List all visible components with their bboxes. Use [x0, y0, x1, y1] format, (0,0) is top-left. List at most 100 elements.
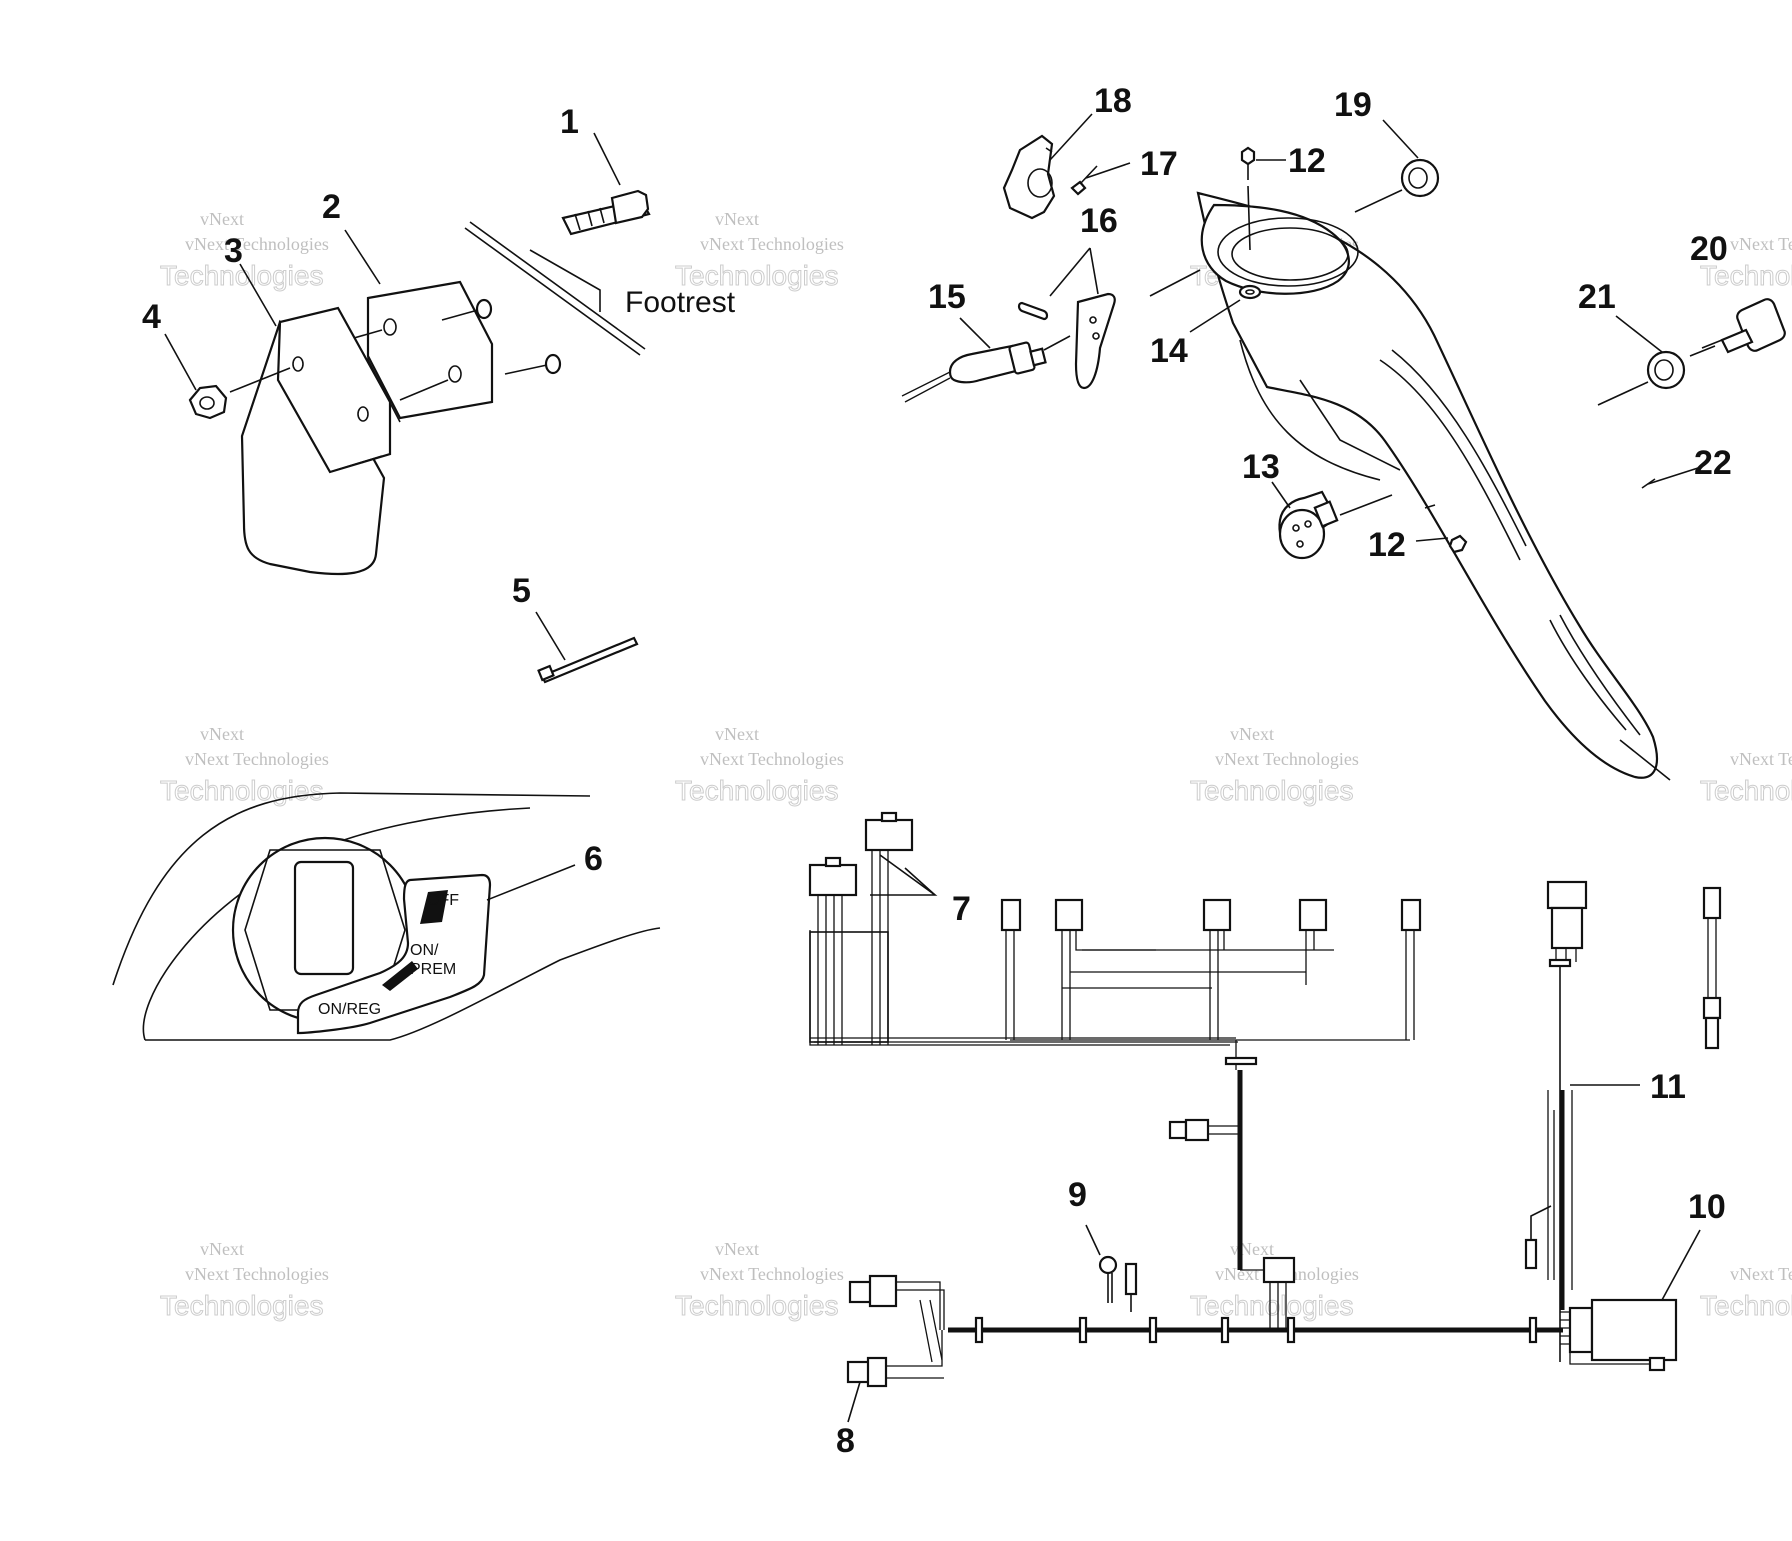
- leader-15: [959, 317, 991, 349]
- wire-frame: [809, 931, 889, 1043]
- wire-run: [1062, 949, 1334, 989]
- leader-3: [239, 263, 277, 327]
- callout-3: 3: [224, 232, 243, 270]
- watermark: vNext Technologies Technologies: [1700, 749, 1792, 807]
- callout-12-lower: 12: [1368, 526, 1406, 564]
- leader-5: [535, 611, 566, 661]
- screw-icon: [1070, 165, 1098, 196]
- callout-20: 20: [1690, 230, 1728, 268]
- watermark: vNext Technologies Technologies: [1700, 234, 1792, 292]
- panel-bottom-edge: [145, 927, 661, 1041]
- watermark-text: Technologies: [675, 1290, 838, 1321]
- dash-line: [1354, 189, 1403, 213]
- footrest-pad-icon: [240, 306, 392, 576]
- watermark-text: Technologies: [675, 775, 838, 806]
- footrest-leader: [529, 249, 601, 312]
- watermark-text: vNext: [200, 209, 244, 229]
- connector-block-icon: [1560, 1298, 1678, 1372]
- connector-icon: [1298, 898, 1328, 985]
- leader-13: [1271, 481, 1291, 509]
- bolt-icon: [561, 189, 651, 236]
- callout-19: 19: [1334, 86, 1372, 124]
- watermark-text: vNext: [200, 1239, 244, 1259]
- connector-icon: [1000, 898, 1022, 1040]
- connector-icon: [864, 811, 914, 1045]
- connector-icon: [846, 1299, 944, 1388]
- leader-1: [593, 132, 621, 186]
- watermark-text: Technologies: [1700, 775, 1792, 806]
- switch-panel-assembly: OFF ON/ PREM ON/REG 6: [112, 792, 661, 1041]
- watermark-text: vNext: [200, 724, 244, 744]
- footrest-edge-line: [464, 227, 641, 356]
- leader-7b: [904, 867, 936, 896]
- watermark-text: vNext Technologies: [1730, 749, 1792, 769]
- watermark: vNext vNext Technologies Technologies: [1190, 1239, 1359, 1322]
- watermark-text: vNext: [715, 1239, 759, 1259]
- watermark: vNext vNext Technologies Technologies: [675, 724, 844, 807]
- callout-14: 14: [1150, 332, 1188, 370]
- watermark-grid: vNext vNext Technologies Technologies vN…: [160, 209, 1792, 1322]
- watermark-text: vNext: [715, 724, 759, 744]
- footrest-assembly: Footrest: [142, 103, 736, 576]
- leader-22b: [1647, 467, 1699, 485]
- leader-8: [847, 1381, 861, 1423]
- watermark-text: vNext Technologies: [1215, 749, 1359, 769]
- washer-icon: [544, 353, 562, 375]
- callout-13: 13: [1242, 448, 1280, 486]
- footrest-label: Footrest: [625, 286, 736, 319]
- switch-prem-label: PREM: [410, 961, 456, 978]
- switch-body-icon: [1278, 490, 1339, 560]
- leader-16b: [1089, 247, 1099, 295]
- connector-icon: [848, 1274, 945, 1330]
- pin-icon: [1017, 301, 1049, 321]
- leader-14: [1189, 299, 1241, 333]
- watermark-text: vNext Technologies: [185, 234, 329, 254]
- watermark: vNext vNext Technologies Technologies: [160, 1239, 329, 1322]
- ring-terminal-icon: [1098, 1255, 1138, 1312]
- dash-line: [1689, 345, 1716, 357]
- clip-icon: [1548, 958, 1572, 968]
- retaining-clip-icon: [1074, 292, 1116, 390]
- cable-tie-assembly: 5: [512, 572, 639, 684]
- watermark-text: vNext Technologies: [700, 234, 844, 254]
- washer-icon: [475, 298, 493, 320]
- screw-icon: [1240, 146, 1256, 180]
- watermark-text: Technologies: [1700, 1290, 1792, 1321]
- switch-off-label: OFF: [427, 892, 459, 909]
- footrest-edge-line: [469, 221, 646, 350]
- leader-4: [164, 333, 197, 391]
- cable-tie-head-icon: [537, 664, 555, 682]
- watermark-text: Technologies: [675, 260, 838, 291]
- watermark-text: vNext Technologies: [700, 1264, 844, 1284]
- connector-icon: [1546, 880, 1588, 962]
- callout-18: 18: [1094, 82, 1132, 120]
- callout-22: 22: [1694, 444, 1732, 482]
- nut-icon: [188, 384, 228, 420]
- watermark: vNext vNext Technologies Technologies: [1190, 724, 1359, 807]
- dash-line: [441, 309, 479, 321]
- callout-12-upper: 12: [1288, 142, 1326, 180]
- leader-6: [486, 864, 576, 901]
- grommet-icon: [1646, 350, 1686, 390]
- panel-outline: [112, 792, 591, 986]
- switch-plug-icon: [901, 341, 1047, 403]
- callout-11: 11: [1650, 1068, 1686, 1106]
- callout-5: 5: [512, 572, 531, 610]
- dash-line: [504, 364, 548, 375]
- leader-12b: [1415, 537, 1449, 542]
- leader-18: [1049, 113, 1093, 161]
- watermark-text: vNext Technologies: [700, 749, 844, 769]
- watermark-text: Technologies: [160, 1290, 323, 1321]
- callout-1: 1: [560, 103, 579, 141]
- watermark-text: vNext Technologies: [1730, 234, 1792, 254]
- connector-icon: [1240, 1256, 1296, 1330]
- callout-17: 17: [1140, 145, 1178, 183]
- watermark-text: Technologies: [1190, 775, 1353, 806]
- clip-icon: [1224, 1056, 1258, 1066]
- dash-line: [229, 367, 291, 393]
- jumper-cable-icon: [1702, 886, 1722, 1050]
- prem-indicator-icon: [382, 961, 418, 991]
- connector-icon: [1524, 1205, 1552, 1270]
- dash-line: [1247, 185, 1251, 251]
